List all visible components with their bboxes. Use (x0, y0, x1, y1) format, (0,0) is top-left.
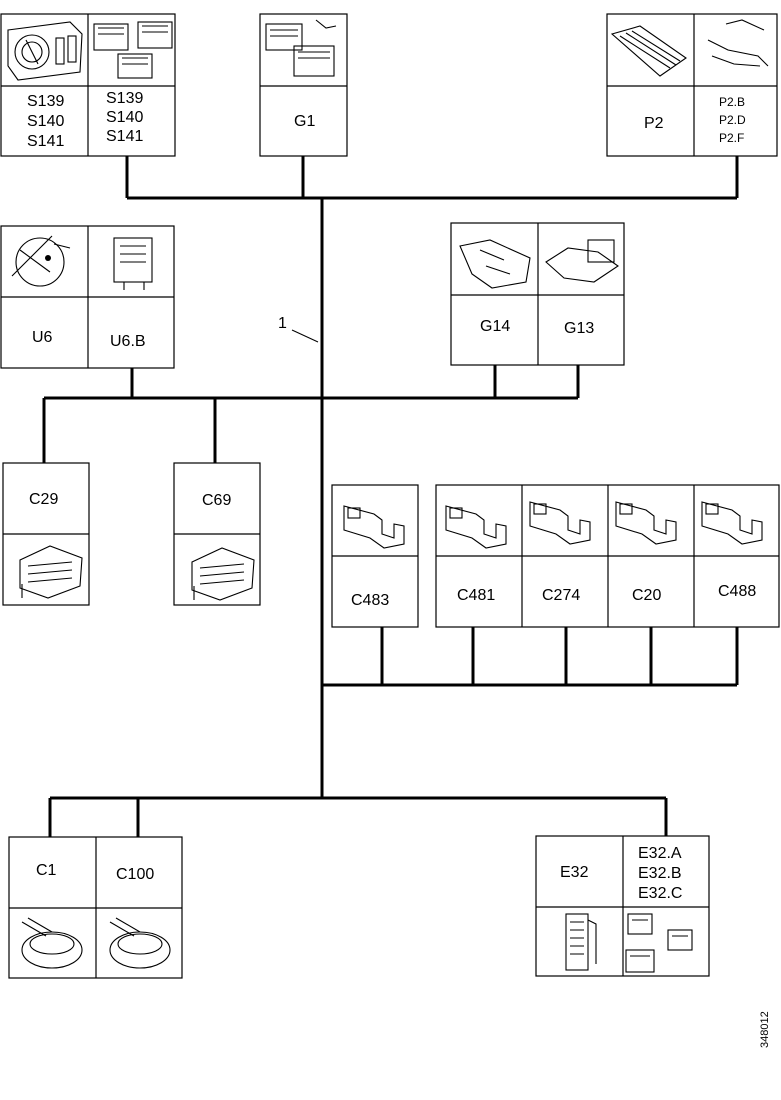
p2-terminal-label-b: P2.B (719, 95, 745, 109)
e32b-label: E32.B (638, 865, 682, 882)
c1-connector-icon (21, 917, 83, 969)
c1-label: C1 (36, 862, 57, 879)
switch-label-1: S139 (27, 93, 64, 110)
p2-panel-icon (610, 25, 687, 77)
switch-connector-label-3: S141 (106, 128, 143, 145)
g13-connector-icon (545, 239, 619, 283)
c488-terminal-icon (701, 501, 763, 545)
e32c-label: E32.C (638, 885, 682, 902)
c20-terminal-icon (615, 501, 677, 545)
harness-label: 1 (278, 315, 319, 343)
switch-label-3: S141 (27, 133, 64, 150)
c481-terminal-icon (445, 505, 507, 549)
switch-connectors-icon (93, 21, 173, 79)
switch-connector-label-2: S140 (106, 109, 143, 126)
connector-g14-g13: G14 G13 (450, 222, 625, 366)
g14-connector-icon (459, 239, 531, 289)
switch-connector-label-1: S139 (106, 90, 143, 107)
p2-terminal-label-d: P2.D (719, 113, 746, 127)
u6b-connector-icon (113, 237, 153, 290)
p2-terminal-label-f: P2.F (719, 131, 744, 145)
u6-unit-icon (11, 235, 71, 287)
light-switch-panel-icon (7, 21, 83, 81)
e32-sub-connectors-icon (625, 913, 693, 973)
c483-terminal-icon (343, 505, 405, 549)
connector-switch-panel: S139 S140 S141 S139 S140 S141 (0, 13, 176, 157)
c69-label: C69 (202, 492, 231, 509)
connector-e32: E32 E32.A E32.B E32.C (535, 835, 710, 977)
connector-u6: U6 U6.B (0, 225, 175, 369)
c483-label: C483 (351, 592, 389, 609)
p2-label: P2 (644, 115, 664, 132)
c69-connector-icon (191, 547, 255, 601)
connector-c29: C29 (2, 462, 90, 606)
connector-p2: P2 P2.B P2.D P2.F (606, 13, 778, 157)
e32a-label: E32.A (638, 845, 682, 862)
connector-c69: C69 (173, 462, 261, 606)
connector-c483: C483 (331, 484, 419, 628)
g1-label: G1 (294, 113, 315, 130)
c20-label: C20 (632, 587, 661, 604)
e32-connector-icon (565, 913, 597, 971)
g14-label: G14 (480, 318, 510, 335)
c29-connector-icon (19, 545, 83, 599)
e32-label: E32 (560, 864, 589, 881)
harness-wires (42, 155, 739, 838)
figure-id: 348012 (759, 1011, 771, 1048)
c29-label: C29 (29, 491, 58, 508)
terminal-row: C481 C274 C20 C488 (435, 484, 780, 628)
c481-label: C481 (457, 587, 495, 604)
harness-number: 1 (278, 315, 287, 332)
g13-label: G13 (564, 320, 594, 337)
c100-connector-icon (109, 917, 171, 969)
p2-terminals-icon (707, 19, 769, 67)
c274-label: C274 (542, 587, 580, 604)
connector-c1-c100: C1 C100 (8, 836, 183, 979)
g1-connector-icon (265, 19, 337, 77)
c274-terminal-icon (529, 501, 591, 545)
u6-label: U6 (32, 329, 53, 346)
c100-label: C100 (116, 866, 154, 883)
switch-label-2: S140 (27, 113, 64, 130)
u6b-label: U6.B (110, 333, 146, 350)
connector-g1: G1 (259, 13, 348, 157)
c488-label: C488 (718, 583, 756, 600)
